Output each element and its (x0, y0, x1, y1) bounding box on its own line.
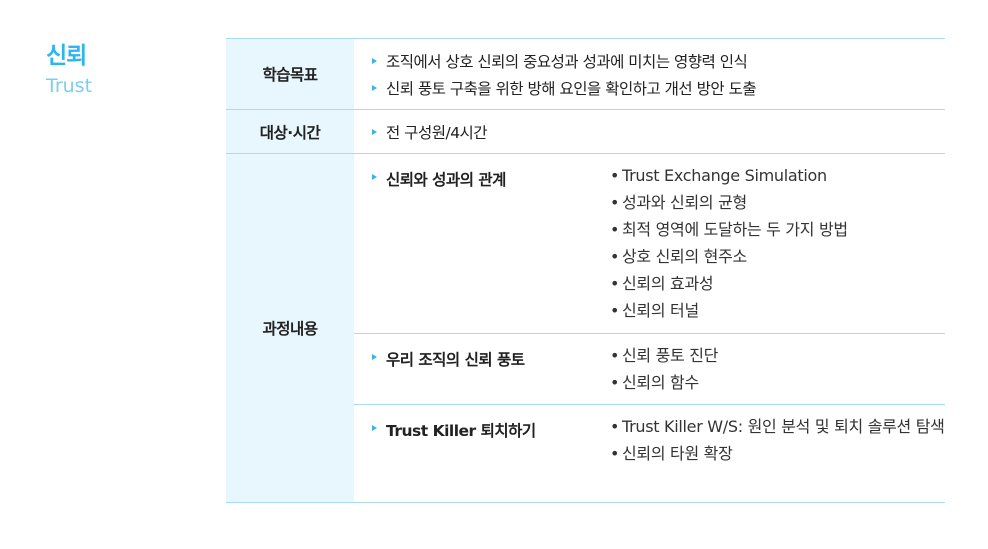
topic-item: •신뢰의 터널 (610, 297, 945, 324)
triangle-bullet-icon (372, 425, 377, 431)
page-title: 신뢰 (46, 43, 87, 69)
row-content: 과정내용 신뢰와 성과의 관계 •Trust Exchange Simulati… (226, 154, 945, 503)
topic-text: 상호 신뢰의 현주소 (622, 247, 747, 266)
module-row: 우리 조직의 신뢰 풍토 •신뢰 풍토 진단 •신뢰의 함수 (354, 334, 945, 405)
triangle-bullet-icon (372, 84, 377, 91)
topic-text: 최적 영역에 도달하는 두 가지 방법 (622, 220, 848, 239)
topic-item: •신뢰의 함수 (610, 369, 945, 396)
module-title: 신뢰와 성과의 관계 (386, 171, 506, 189)
module-title: 우리 조직의 신뢰 풍토 (386, 351, 525, 369)
triangle-bullet-icon (372, 354, 377, 360)
topic-item: •상호 신뢰의 현주소 (610, 243, 945, 270)
row-objectives: 학습목표 조직에서 상호 신뢰의 중요성과 성과에 미치는 영향력 인식 신뢰 … (226, 39, 945, 110)
topic-item: •Trust Killer W/S: 원인 분석 및 퇴치 솔루션 탐색 (610, 413, 945, 440)
row-label: 대상·시간 (226, 110, 354, 153)
page-subtitle: Trust (46, 75, 93, 97)
bullet-item: 조직에서 상호 신뢰의 중요성과 성과에 미치는 영향력 인식 (372, 47, 945, 74)
topic-text: Trust Exchange Simulation (622, 166, 827, 185)
topic-item: •신뢰의 효과성 (610, 270, 945, 297)
bullet-item: 신뢰 풍토 구축을 위한 방해 요인을 확인하고 개선 방안 도출 (372, 74, 945, 101)
row-label: 과정내용 (226, 154, 354, 502)
row-label: 학습목표 (226, 39, 354, 109)
item-text: 조직에서 상호 신뢰의 중요성과 성과에 미치는 영향력 인식 (386, 52, 748, 71)
topic-text: 신뢰의 타원 확장 (622, 444, 733, 463)
row-target-time: 대상·시간 전 구성원/4시간 (226, 110, 945, 154)
module-row: Trust Killer 퇴치하기 •Trust Killer W/S: 원인 … (354, 405, 945, 502)
topic-item: •신뢰 풍토 진단 (610, 342, 945, 369)
topic-item: •Trust Exchange Simulation (610, 162, 945, 189)
topic-item: •신뢰의 타원 확장 (610, 440, 945, 467)
topic-text: 성과와 신뢰의 균형 (622, 193, 747, 212)
module-row: 신뢰와 성과의 관계 •Trust Exchange Simulation •성… (354, 154, 945, 334)
item-text: 전 구성원/4시간 (386, 123, 488, 142)
module-title: Trust Killer 퇴치하기 (386, 422, 536, 440)
topic-text: 신뢰의 터널 (622, 301, 699, 320)
triangle-bullet-icon (372, 174, 377, 180)
course-table: 학습목표 조직에서 상호 신뢰의 중요성과 성과에 미치는 영향력 인식 신뢰 … (226, 38, 945, 503)
topic-text: 신뢰의 효과성 (622, 274, 714, 293)
topic-text: 신뢰의 함수 (622, 373, 699, 392)
topic-text: Trust Killer W/S: 원인 분석 및 퇴치 솔루션 탐색 (622, 417, 945, 436)
topic-item: •성과와 신뢰의 균형 (610, 189, 945, 216)
topic-item: •최적 영역에 도달하는 두 가지 방법 (610, 216, 945, 243)
triangle-bullet-icon (372, 57, 377, 64)
item-text: 신뢰 풍토 구축을 위한 방해 요인을 확인하고 개선 방안 도출 (386, 79, 757, 98)
bullet-item: 전 구성원/4시간 (372, 118, 945, 145)
triangle-bullet-icon (372, 128, 377, 135)
topic-text: 신뢰 풍토 진단 (622, 346, 719, 365)
